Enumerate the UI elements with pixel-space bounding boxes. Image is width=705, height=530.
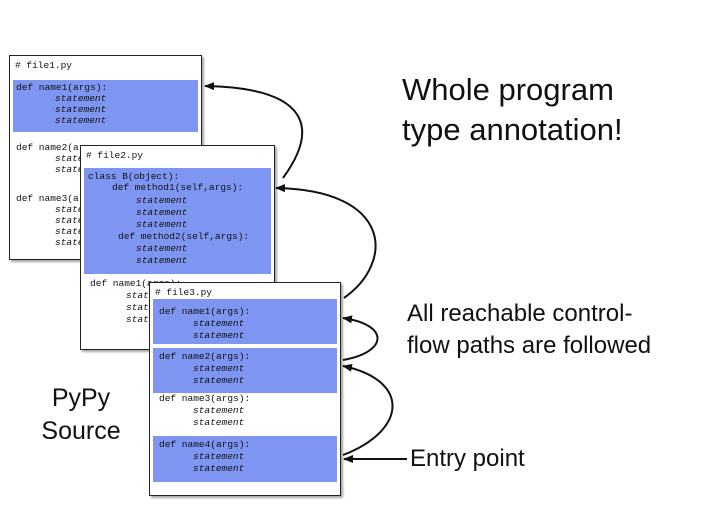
file1-block-name3: def name3(a state state state state — [13, 191, 198, 251]
file1-block-name2: def name2(a state state — [13, 140, 198, 180]
caption-whole-program: Whole program type annotation! — [402, 70, 623, 150]
file3-title: # file3.py — [155, 287, 213, 298]
file3-name1-stmt: statement — [193, 318, 245, 329]
file1-name3-stmt: state — [55, 204, 84, 215]
file2-method1-stmt: statement — [136, 219, 188, 230]
caption-reach-line1: All reachable control- — [407, 300, 633, 327]
file2-method1-header: def method1(self,args): — [112, 182, 244, 193]
file3-name3-stmt: statement — [193, 417, 245, 428]
file2-method2-stmt: statement — [136, 255, 188, 266]
file1-block-name1: def name1(args): statement statement sta… — [13, 80, 198, 132]
caption-pypy-line2: Source — [41, 417, 121, 445]
file2-name1-header: def name1(args): — [90, 278, 182, 289]
file1-name3-header: def name3(a — [16, 193, 79, 204]
file2-method2-stmt: statement — [136, 243, 188, 254]
file1-name3-stmt: state — [55, 237, 84, 248]
file3-name2-stmt: statement — [193, 363, 245, 374]
file3-block-name2: def name2(args): statement statement — [153, 348, 337, 393]
file1-name2-header: def name2(a — [16, 142, 79, 153]
caption-pypy-line1: PyPy — [51, 384, 111, 412]
arrow-name4-to-name2 — [342, 363, 394, 456]
file1-name3-stmt: state — [55, 215, 84, 226]
file3-block-name3: def name3(args): statement statement — [153, 393, 337, 433]
file3-name4-stmt: statement — [193, 451, 245, 462]
file2-name1-stmt: stat — [126, 302, 149, 313]
caption-whole-line1: Whole program — [402, 72, 614, 107]
file2-method2-header: def method2(self,args): — [118, 231, 250, 242]
file2-title: # file2.py — [86, 150, 144, 161]
file1-name1-stmt: statement — [55, 115, 107, 126]
arrow-name2-to-name1 — [342, 315, 379, 361]
file2-block-class-b: class B(object): def method1(self,args):… — [84, 168, 271, 274]
file2-class-header: class B(object): — [88, 171, 180, 182]
file3-block-name1: def name1(args): statement statement — [153, 299, 337, 344]
file1-name1-stmt: statement — [55, 104, 107, 115]
file3-name3-header: def name3(args): — [159, 393, 251, 404]
file3-name1-stmt: statement — [193, 330, 245, 341]
arrow-file3-to-file2 — [275, 184, 377, 299]
file1-name1-stmt: statement — [55, 93, 107, 104]
caption-reach-line2: flow paths are followed — [407, 332, 652, 359]
file3-name1-header: def name1(args): — [159, 306, 251, 317]
file2-name1-stmt: stat — [126, 290, 149, 301]
file3-card: # file3.py def name1(args): statement st… — [149, 282, 341, 496]
file3-name3-stmt: statement — [193, 405, 245, 416]
file1-name2-stmt: state — [55, 164, 84, 175]
file3-name4-stmt: statement — [193, 463, 245, 474]
file1-title: # file1.py — [15, 60, 73, 71]
caption-pypy-source: PyPy Source — [40, 382, 122, 448]
caption-whole-line2: type annotation! — [402, 112, 623, 147]
file2-method1-stmt: statement — [136, 195, 188, 206]
file1-name3-stmt: state — [55, 226, 84, 237]
file2-block-name1: def name1(args): stat stat stat — [84, 276, 271, 326]
arrow-file2-to-file1 — [204, 82, 304, 179]
file3-name4-header: def name4(args): — [159, 439, 251, 450]
file3-name2-header: def name2(args): — [159, 351, 251, 362]
caption-reachable-paths: All reachable control- flow paths are fo… — [407, 298, 651, 362]
file2-method1-stmt: statement — [136, 207, 188, 218]
file1-name2-stmt: state — [55, 153, 84, 164]
file3-block-name4: def name4(args): statement statement — [153, 436, 337, 482]
caption-entry-point: Entry point — [410, 445, 525, 472]
file3-name2-stmt: statement — [193, 375, 245, 386]
file2-name1-stmt: stat — [126, 314, 149, 325]
file1-name1-header: def name1(args): — [16, 82, 108, 93]
